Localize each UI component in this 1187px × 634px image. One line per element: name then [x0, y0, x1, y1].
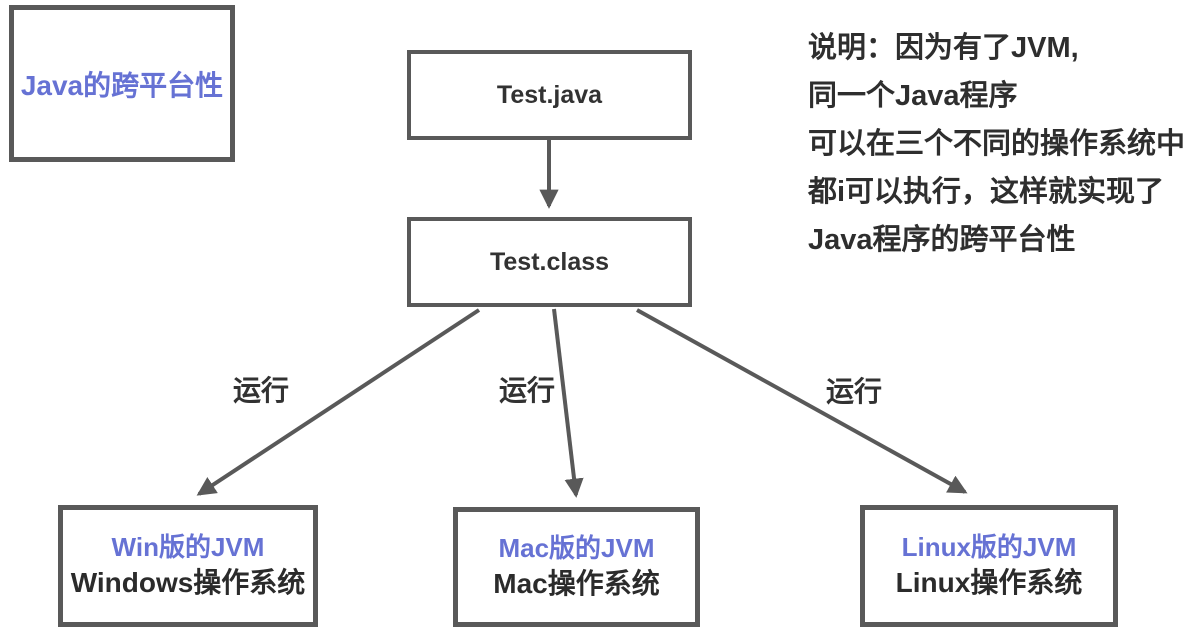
note-line: 同一个Java程序 [808, 80, 1018, 112]
edge-label-run-win: 运行 [232, 375, 290, 406]
edge-label-run-linux: 运行 [825, 376, 883, 407]
win-jvm-label: Win版的JVM [111, 532, 265, 563]
node-test-java-label: Test.java [496, 80, 603, 109]
node-test-class-label: Test.class [489, 247, 610, 276]
linux-os-label: Linux操作系统 [895, 567, 1083, 599]
edge-label-run-mac: 运行 [498, 375, 556, 406]
mac-os-label: Mac操作系统 [493, 568, 660, 600]
note-line: 说明：因为有了JVM, [808, 32, 1079, 64]
node-mac-platform: Mac版的JVM Mac操作系统 [453, 507, 700, 627]
node-test-class: Test.class [407, 217, 692, 307]
note-line: Java程序的跨平台性 [808, 224, 1076, 256]
title-box: Java的跨平台性 [9, 5, 235, 162]
linux-jvm-label: Linux版的JVM [901, 532, 1077, 563]
explanation-note: 说明：因为有了JVM, 同一个Java程序 可以在三个不同的操作系统中 都i可以… [808, 24, 1186, 264]
node-test-java: Test.java [407, 50, 692, 140]
node-windows-platform: Win版的JVM Windows操作系统 [58, 505, 318, 627]
title-text: Java的跨平台性 [20, 69, 224, 101]
mac-jvm-label: Mac版的JVM [498, 533, 655, 564]
node-linux-platform: Linux版的JVM Linux操作系统 [860, 505, 1118, 627]
note-line: 都i可以执行，这样就实现了 [808, 176, 1165, 208]
arrow-class-to-linux [636, 308, 968, 494]
note-line: 可以在三个不同的操作系统中 [808, 128, 1186, 160]
arrow-class-to-mac [552, 308, 584, 498]
win-os-label: Windows操作系统 [70, 567, 306, 599]
